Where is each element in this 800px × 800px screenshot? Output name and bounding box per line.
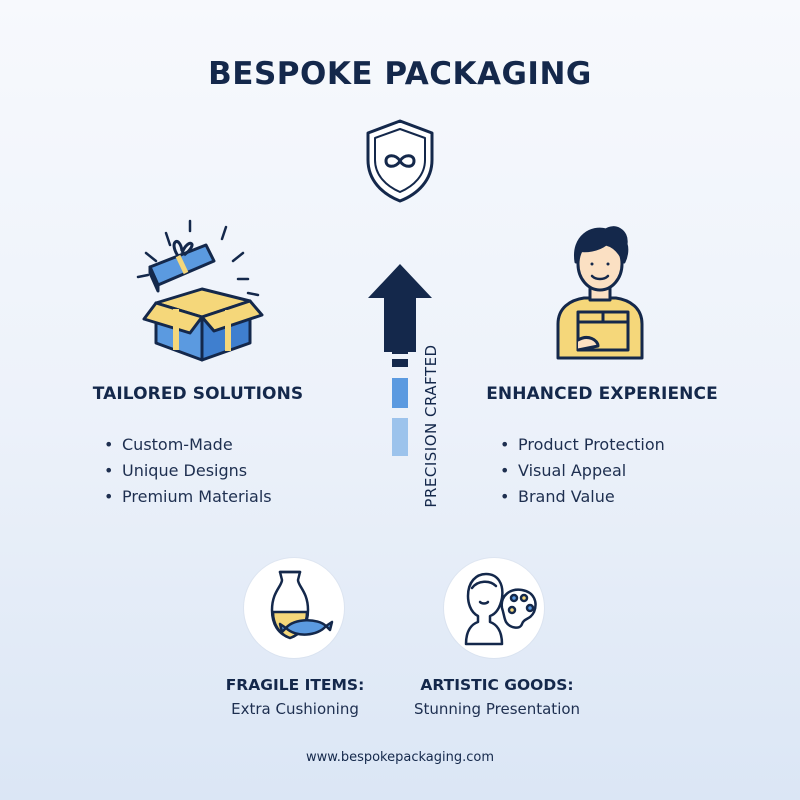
fragile-items-badge (244, 558, 344, 658)
precision-crafted-label: PRECISION CRAFTED (422, 344, 440, 508)
fragile-items-heading: FRAGILE ITEMS: (225, 676, 365, 694)
enhanced-experience-list: Product Protection Visual Appeal Brand V… (500, 432, 665, 510)
page-title: BESPOKE PACKAGING (208, 56, 592, 92)
bust-palette-icon (464, 572, 537, 646)
artistic-goods-text: Stunning Presentation (413, 700, 581, 718)
person-holding-box-icon (556, 226, 644, 360)
footer-url: www.bespokepackaging.com (305, 750, 494, 765)
arrow-segment (392, 359, 408, 367)
list-item: Brand Value (500, 484, 665, 510)
shield-infinity-icon (366, 119, 434, 203)
open-gift-box-icon (136, 219, 264, 362)
artistic-goods-heading: ARTISTIC GOODS: (420, 676, 574, 694)
fragile-items-text: Extra Cushioning (231, 700, 359, 718)
list-item: Custom-Made (104, 432, 272, 458)
tailored-solutions-list: Custom-Made Unique Designs Premium Mater… (104, 432, 272, 510)
artistic-goods-badge (444, 558, 544, 658)
list-item: Unique Designs (104, 458, 272, 484)
list-item: Premium Materials (104, 484, 272, 510)
vase-cushion-icon (270, 570, 334, 640)
list-item: Visual Appeal (500, 458, 665, 484)
tailored-solutions-heading: TAILORED SOLUTIONS (92, 384, 304, 404)
arrow-segment (392, 418, 408, 456)
upward-arrow (368, 264, 432, 456)
enhanced-experience-heading: ENHANCED EXPERIENCE (486, 384, 718, 404)
arrow-segment (392, 378, 408, 408)
list-item: Product Protection (500, 432, 665, 458)
